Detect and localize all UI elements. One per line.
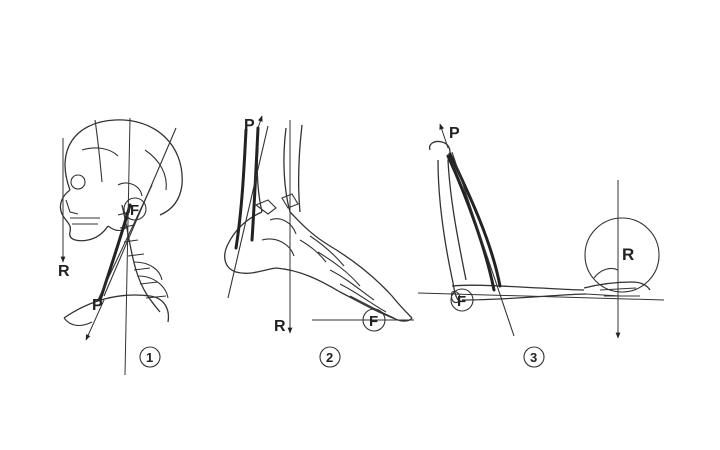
power-arrow [257,115,263,129]
figure-3-forearm: F R P 3 [417,123,665,368]
figure-number-circle [523,346,545,368]
skull-drawing [59,119,183,242]
figure-number-circle [319,346,341,368]
neck-muscle-line [97,127,177,302]
power-label: P [449,125,460,142]
power-label: P [92,297,103,314]
resistance-label: R [274,318,286,335]
vertical-reference-line [124,117,131,376]
resistance-label: R [58,263,70,280]
leg-and-foot-drawing [224,124,413,322]
figure-number: 2 [326,350,333,365]
figure-1-head-neck: F R P 1 [58,117,183,376]
figure-number: 3 [530,350,537,365]
fulcrum-circle [362,308,386,332]
figure-number-circle [139,346,161,368]
fulcrum-circle [450,288,474,312]
biceps-muscle-line [446,151,515,337]
resistance-weight-circle [584,217,660,293]
resistance-label: R [622,245,634,264]
horizontal-reference-line [417,292,665,301]
arm-bones-drawing [428,140,651,304]
achilles-tendon-line [227,125,269,299]
fulcrum-circle [123,197,147,221]
power-label: P [244,117,255,134]
cervical-spine-drawing [63,204,170,327]
fulcrum-label: F [369,313,378,330]
figure-2-foot: F R P 2 [224,115,414,368]
power-arrow [85,299,105,341]
figure-number: 1 [146,350,153,365]
fulcrum-label: F [130,202,139,219]
power-arrow [439,123,449,149]
fulcrum-label: F [457,293,466,310]
